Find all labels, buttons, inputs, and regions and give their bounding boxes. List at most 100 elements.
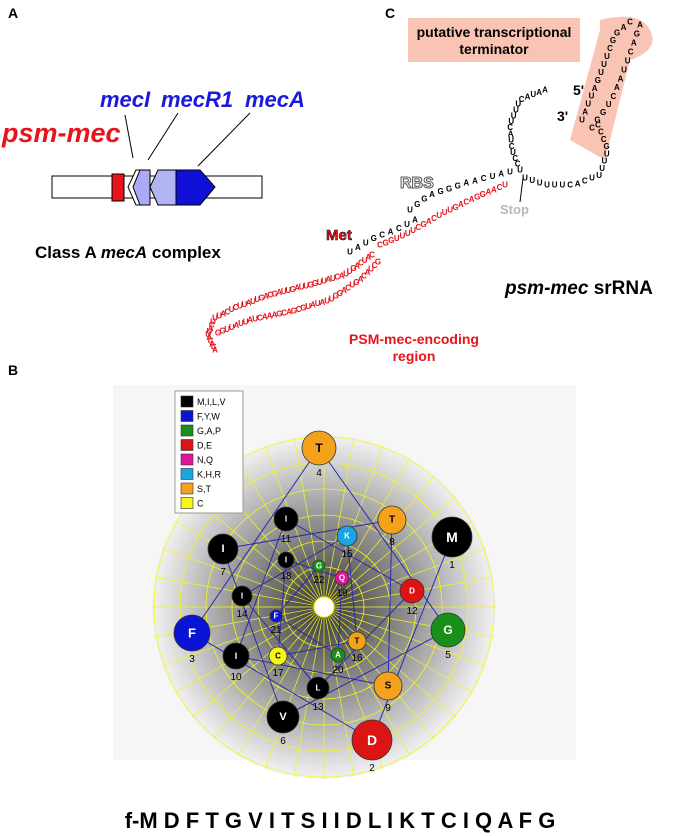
residue-letter: L [316, 684, 321, 693]
nucleotide: C [281, 309, 287, 318]
meca-gene [175, 169, 216, 206]
residue-letter: I [221, 543, 224, 555]
residue-circle [351, 719, 393, 761]
peptide-sequence: f-M D F T G V I T S I I D L I K T C I Q … [125, 808, 556, 833]
legend-box [174, 390, 244, 514]
nucleotide: A [358, 275, 364, 284]
nucleotide: U [250, 297, 256, 306]
nucleotide: G [388, 236, 394, 245]
nucleotide: A [582, 108, 588, 117]
nucleotide: C [377, 241, 383, 250]
nucleotide: C [601, 135, 607, 144]
terminator-label-line2: terminator [459, 41, 529, 57]
nucleotide: A [388, 227, 394, 236]
residue-number: 21 [270, 625, 282, 636]
stop-pointer [519, 177, 524, 203]
nucleotide: U [447, 206, 453, 215]
residue-circle [301, 430, 337, 466]
residue-circle [268, 646, 288, 666]
nucleotide: U [210, 318, 216, 327]
wheel-connection [235, 655, 389, 687]
residue-number: 6 [280, 736, 286, 747]
nucleotide: U [242, 300, 248, 309]
nucleotide: U [321, 277, 327, 286]
residue-circle [431, 516, 473, 558]
residue-circle [312, 559, 326, 573]
nucleotide: U [207, 327, 213, 336]
meci-label: mecI [100, 87, 151, 112]
residue-number: 12 [406, 606, 418, 617]
nucleotide: U [529, 176, 535, 185]
nucleotide: C [582, 177, 588, 186]
residue-letter: I [285, 515, 287, 524]
nucleotide: U [347, 267, 353, 276]
nucleotide: A [621, 23, 627, 32]
nucleotide: U [400, 232, 406, 241]
nucleotide: A [276, 288, 282, 297]
nucleotide: G [308, 280, 314, 289]
wheel-spoke [332, 611, 474, 694]
residue-number: 5 [445, 650, 451, 661]
residue-number: 20 [332, 665, 344, 676]
residue-circle [231, 585, 253, 607]
nucleotide: C [567, 181, 573, 190]
nucleotide: G [337, 289, 343, 298]
residue-number: 10 [230, 672, 242, 683]
nucleotide: G [421, 195, 427, 204]
nucleotide: A [592, 84, 598, 93]
nucleotide: A [208, 324, 214, 333]
nucleotide: G [595, 76, 601, 85]
legend-label: C [197, 499, 204, 509]
nucleotide: U [606, 100, 612, 109]
residue-circle [347, 631, 367, 651]
panel-a: psm-mec mecI mecR1 mecA Class A mecA com… [1, 87, 305, 262]
terminator-label-line1: putative transcriptional [417, 24, 572, 40]
nucleotide: G [474, 192, 480, 201]
wheel-connection [318, 447, 449, 631]
nucleotide: G [420, 220, 426, 229]
wheel-spoke [333, 608, 494, 638]
nucleotide: A [508, 129, 514, 138]
nucleotide: U [363, 239, 369, 248]
residue-number: 16 [351, 653, 363, 664]
nucleotide: A [263, 292, 269, 301]
wheel-spoke [237, 615, 320, 757]
wheel-spoke [331, 613, 457, 718]
nucleotide: U [589, 174, 595, 183]
legend-label: N,Q [197, 455, 213, 465]
wheel-center [313, 596, 335, 618]
nucleotide: A [429, 190, 435, 199]
residue-number: 13 [312, 702, 324, 713]
wheel-spoke [174, 520, 316, 603]
residue-letter: F [274, 612, 279, 621]
wheel-connection [275, 565, 320, 617]
nucleotide: A [575, 179, 581, 188]
residue-letter: I [235, 651, 238, 661]
nucleotide: U [303, 281, 309, 290]
nucleotide: C [296, 305, 302, 314]
residue-circle [273, 506, 299, 532]
residue-circle [377, 505, 407, 535]
wheel-connection [387, 519, 393, 687]
nucleotide: G [603, 142, 609, 151]
wheel-connection [275, 615, 339, 656]
nucleotide: C [515, 160, 521, 169]
legend: M,I,L,VF,Y,WG,A,PD,EN,QK,H,RS,TC [180, 395, 226, 509]
nucleotide: G [480, 190, 486, 199]
nucleotide: U [405, 229, 411, 238]
nucleotide: U [625, 57, 631, 66]
class-a-caption: Class A mecA complex [35, 243, 221, 262]
nucleotide: U [285, 286, 291, 295]
nucleotide: G [594, 116, 600, 125]
five-prime-label: 5' [573, 82, 584, 98]
nucleotide: A [286, 308, 292, 317]
nucleotide: G [414, 200, 420, 209]
nucleotide: U [362, 256, 368, 265]
residue-circle [430, 612, 466, 648]
panel-c: putative transcriptional terminator UAUU… [205, 16, 653, 364]
nucleotide: U [544, 181, 550, 190]
nucleotide: U [598, 68, 604, 77]
residue-number: 3 [189, 654, 195, 665]
residue-letter: V [279, 711, 287, 723]
terminator-box [408, 18, 580, 62]
